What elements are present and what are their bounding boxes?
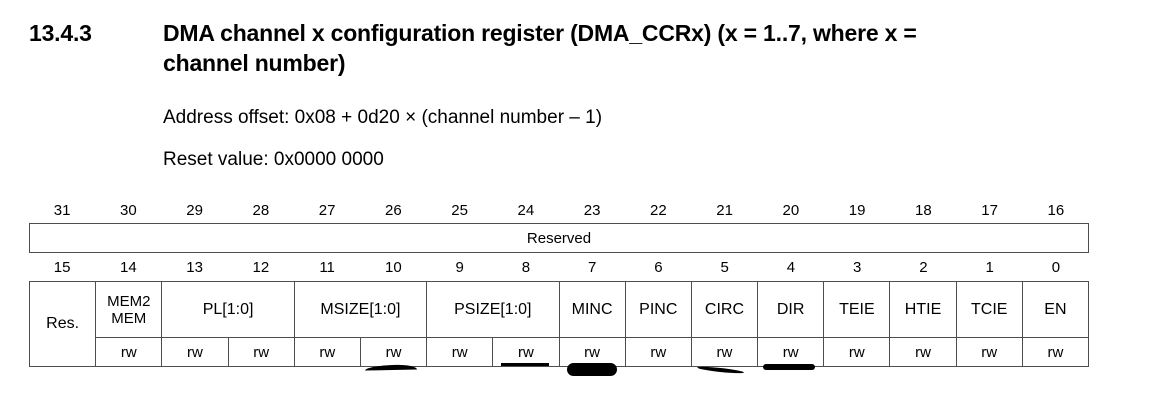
field-access-row: rw rw rw rw rw rw [30, 337, 1090, 376]
bit-number-30: 30 [120, 202, 137, 219]
field-cell-res: Res. [28, 281, 97, 367]
bit-number-6: 6 [654, 259, 663, 276]
section-number: 13.4.3 [29, 20, 92, 46]
access-cell-bit2: rw [889, 337, 957, 367]
field-cell-minc: MINC [558, 281, 626, 338]
bit-number-19: 19 [848, 202, 866, 219]
field-cell-en: EN [1021, 281, 1090, 338]
field-cell-dir: DIR [757, 281, 825, 338]
bit-number-10: 10 [385, 259, 402, 276]
field-cell-circ: CIRC [690, 281, 759, 338]
field-name-row: Res. MEM2 MEM PL[1:0] MSIZE[1:0] PSIZE[1… [28, 281, 1090, 367]
handdrawn-mark-bit10 [364, 364, 418, 371]
access-cell-bit13: rw [161, 337, 229, 367]
reset-value-line: Reset value: 0x0000 0000 [163, 149, 384, 170]
field-cell-msize: MSIZE[1:0] [293, 281, 428, 338]
bit-number-row-high: 31 30 29 28 27 26 25 24 23 22 21 20 19 1… [29, 200, 1089, 222]
access-cell-bit8: rw [492, 337, 560, 367]
bit-number-14: 14 [120, 259, 137, 276]
bit-number-27: 27 [318, 202, 336, 219]
access-label-bit13: rw [187, 343, 203, 361]
field-cell-teie: TEIE [823, 281, 891, 338]
handdrawn-mark-bit4 [763, 364, 816, 370]
access-cell-bit6: rw [624, 337, 692, 367]
bit-number-1: 1 [985, 259, 994, 276]
access-cell-bit0: rw [1021, 337, 1090, 367]
access-label-bit5: rw [716, 343, 733, 361]
bit-number-2: 2 [919, 259, 928, 276]
access-cell-bit1: rw [955, 337, 1023, 367]
bit-number-16: 16 [1047, 202, 1065, 219]
access-cell-bit14: rw [95, 337, 163, 367]
bit-number-15: 15 [53, 259, 71, 276]
access-label-bit6: rw [650, 343, 667, 361]
mem2mem-line-1: MEM2 [107, 292, 151, 310]
page-title: DMA channel x configuration register (DM… [163, 20, 917, 76]
access-label-bit8: rw [517, 343, 534, 361]
access-cell-bit9: rw [426, 337, 494, 367]
access-label-bit12: rw [253, 343, 270, 361]
access-label-bit7: rw [584, 343, 600, 361]
bit-number-24: 24 [517, 202, 535, 219]
access-label-bit4: rw [782, 343, 799, 361]
bit-number-29: 29 [186, 202, 203, 219]
access-label-bit11: rw [319, 343, 336, 361]
bit-number-17: 17 [981, 202, 998, 219]
access-cell-bit5: rw [690, 337, 759, 375]
bit-number-4: 4 [786, 259, 796, 276]
section-heading: 13.4.3 DMA channel x configuration regis… [29, 18, 1129, 78]
reserved-label: Reserved [526, 229, 592, 247]
field-cell-mem2mem: MEM2 MEM [95, 281, 163, 338]
access-cell-bit3: rw [823, 337, 891, 367]
bit-number-3: 3 [852, 259, 862, 276]
mem2mem-line-2: MEM [111, 309, 147, 327]
field-cell-htie: HTIE [889, 281, 957, 338]
handdrawn-mark-bit8 [501, 363, 550, 366]
bit-number-12: 12 [252, 259, 270, 276]
access-label-bit14: rw [120, 343, 137, 361]
bit-number-21: 21 [716, 202, 733, 219]
bit-number-23: 23 [583, 202, 601, 219]
access-label-bit1: rw [981, 343, 998, 361]
bit-number-25: 25 [451, 202, 468, 219]
field-cell-tcie: TCIE [955, 281, 1023, 338]
access-cell-bit4: rw [757, 337, 825, 370]
reserved-row: Reserved [29, 223, 1089, 253]
handdrawn-mark-bit7 [567, 363, 617, 376]
field-cell-psize: PSIZE[1:0] [426, 281, 560, 338]
bit-number-7: 7 [587, 259, 597, 276]
bit-number-8: 8 [521, 259, 531, 276]
access-label-bit3: rw [848, 343, 865, 361]
register-bit-diagram: 31 30 29 28 27 26 25 24 23 22 21 20 19 1… [28, 200, 1090, 376]
access-label-bit9: rw [451, 343, 468, 361]
address-offset-line: Address offset: 0x08 + 0d20 × (channel n… [163, 107, 603, 128]
access-label-bit2: rw [915, 343, 931, 361]
field-cell-pinc: PINC [624, 281, 692, 338]
bit-number-5: 5 [720, 259, 729, 276]
access-cell-bit10: rw [359, 337, 428, 371]
bit-number-9: 9 [455, 259, 464, 276]
bit-number-0: 0 [1051, 259, 1061, 276]
access-label-bit0: rw [1047, 343, 1064, 361]
bit-number-20: 20 [782, 202, 800, 219]
field-cell-pl: PL[1:0] [161, 281, 295, 338]
bit-number-28: 28 [252, 202, 270, 219]
bit-number-11: 11 [319, 259, 335, 276]
bit-number-31: 31 [53, 202, 71, 219]
bit-number-26: 26 [385, 202, 402, 219]
access-label-bit10: rw [385, 343, 402, 361]
bit-number-22: 22 [650, 202, 667, 219]
access-cell-bit12: rw [227, 337, 295, 367]
handdrawn-mark-bit5 [696, 365, 745, 375]
access-cell-bit11: rw [293, 337, 361, 367]
bit-number-18: 18 [915, 202, 932, 219]
bit-number-13: 13 [186, 259, 203, 276]
access-cell-bit7: rw [558, 337, 626, 376]
register-field-table: Res. MEM2 MEM PL[1:0] MSIZE[1:0] PSIZE[1… [28, 281, 1090, 376]
bit-number-row-low: 15 14 13 12 11 10 9 8 7 6 5 4 3 2 1 0 [29, 257, 1089, 279]
